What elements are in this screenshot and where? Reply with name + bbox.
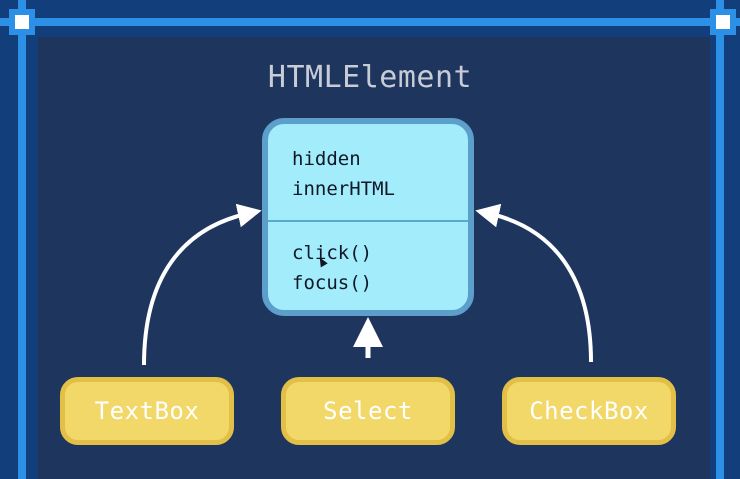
resize-handle-top-right[interactable]: [710, 9, 736, 35]
method-click: click(): [292, 242, 373, 264]
class-box-divider: [268, 220, 468, 222]
base-class-box: hidden innerHTML click() focus(): [262, 118, 474, 316]
resize-handle-top-left[interactable]: [9, 9, 35, 35]
property-innerhtml: innerHTML: [292, 178, 395, 200]
frame-top-edge: [0, 18, 740, 26]
arrow-textbox-to-htmlelement: [142, 203, 262, 366]
frame-right-edge: [716, 0, 724, 479]
derived-class-checkbox: CheckBox: [502, 377, 676, 445]
derived-class-textbox: TextBox: [60, 377, 234, 445]
diagram-title: HTMLElement: [267, 60, 473, 95]
frame-left-edge: [18, 0, 26, 479]
derived-class-select: Select: [281, 377, 455, 445]
arrow-checkbox-to-htmlelement: [475, 203, 593, 363]
method-focus: focus(): [292, 272, 373, 294]
property-hidden: hidden: [292, 148, 361, 170]
